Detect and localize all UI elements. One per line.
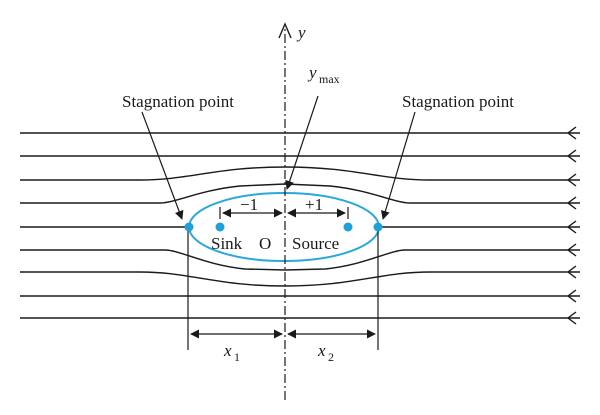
streamline-3 (20, 166, 580, 181)
stagnation-left-leader (141, 111, 184, 220)
origin-label: O (259, 234, 271, 253)
streamlines (20, 132, 580, 319)
sink-label: Sink (211, 234, 243, 253)
streamline-7 (20, 271, 580, 287)
chevron-left-icon (566, 126, 577, 140)
flow-direction-chevrons (566, 126, 577, 325)
ymax-subscript: max (319, 72, 340, 86)
source-strength-label: +1 (305, 195, 323, 214)
streamline-6 (20, 249, 580, 271)
x2-subscript: 2 (328, 350, 334, 364)
y-axis-label: y (296, 23, 306, 42)
x1-subscript: 1 (234, 350, 240, 364)
sink-strength-label: −1 (240, 195, 258, 214)
stagnation-label-right: Stagnation point (402, 92, 514, 111)
sink-point (215, 222, 225, 232)
stagnation-label-left: Stagnation point (122, 92, 234, 111)
chevron-left-icon (566, 196, 577, 210)
chevron-left-icon (566, 173, 577, 187)
stagnation-point-right (373, 222, 383, 232)
chevron-left-icon (566, 289, 577, 303)
chevron-left-icon (566, 311, 577, 325)
chevron-left-icon (566, 220, 577, 234)
chevron-left-icon (566, 265, 577, 279)
x2-label: x (317, 341, 326, 360)
y-axis-arrow-icon (278, 22, 292, 39)
stagnation-point-left (184, 222, 194, 232)
ymax-leader (285, 95, 319, 190)
x1-label: x (223, 341, 232, 360)
chevron-left-icon (566, 243, 577, 257)
stagnation-right-leader (381, 111, 416, 220)
source-label: Source (292, 234, 339, 253)
ymax-label: y (307, 63, 317, 82)
chevron-left-icon (566, 149, 577, 163)
source-point (343, 222, 353, 232)
